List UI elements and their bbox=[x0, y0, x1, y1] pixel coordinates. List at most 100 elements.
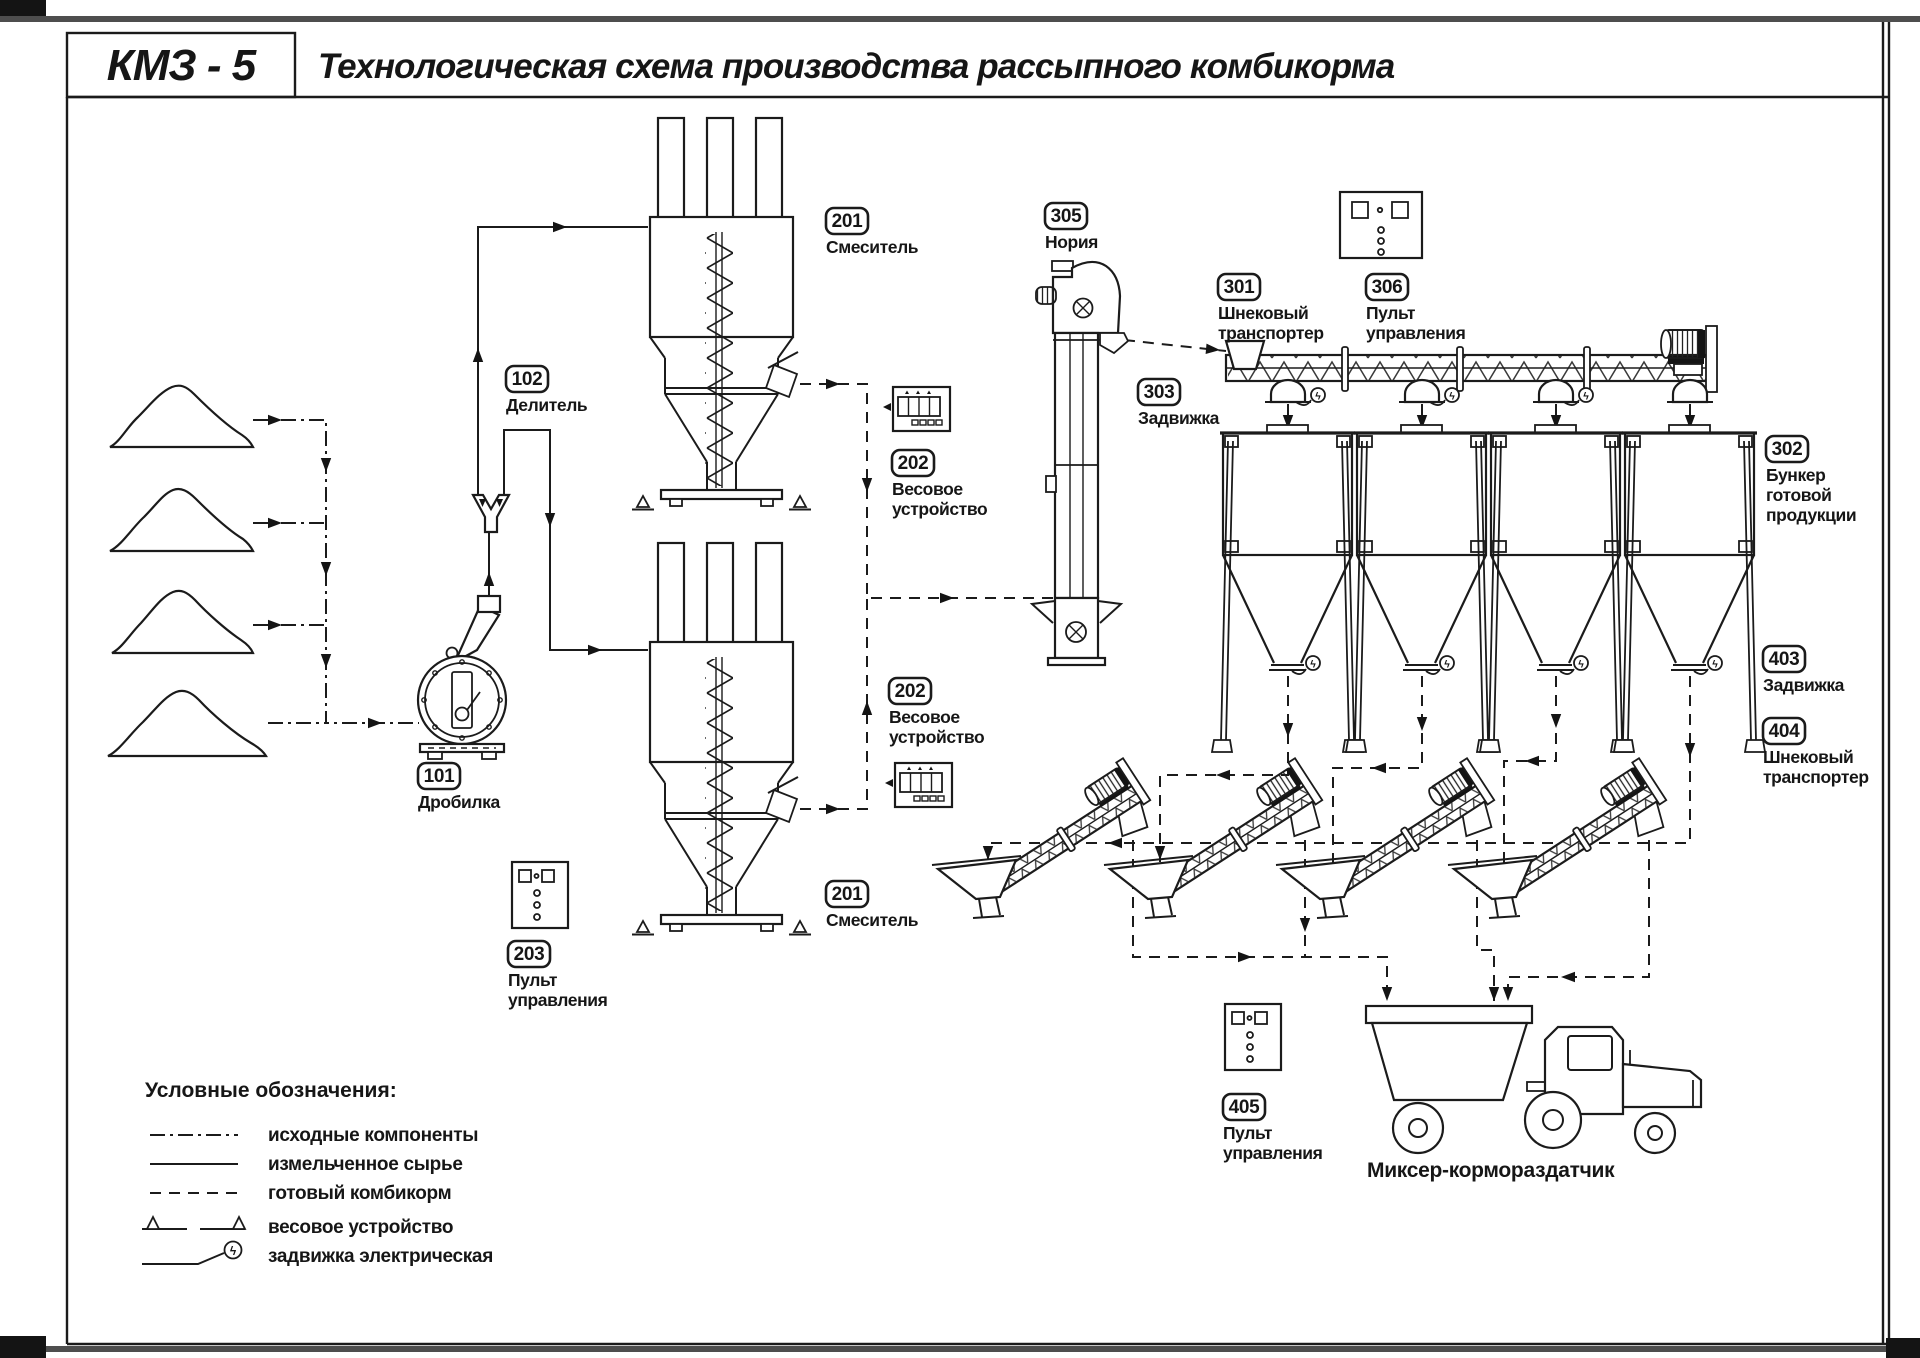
equipment-labels: 102 Делитель 101 Дробилка 201 Смеситель … bbox=[416, 201, 1869, 1163]
svg-text:306: 306 bbox=[1372, 277, 1403, 298]
equipment-tag-203: 203 Пульт управления bbox=[506, 939, 608, 1010]
svg-text:102: 102 bbox=[512, 369, 543, 390]
svg-text:Задвижка: Задвижка bbox=[1763, 675, 1845, 695]
svg-text:транспортер: транспортер bbox=[1763, 767, 1869, 787]
pile-icon bbox=[107, 689, 268, 758]
svg-text:201: 201 bbox=[832, 884, 864, 905]
svg-text:ϟ: ϟ bbox=[1712, 659, 1718, 671]
truck-caption: Миксер-кормораздатчик bbox=[1367, 1159, 1615, 1182]
equipment-tag-303: 303 Задвижка bbox=[1136, 377, 1220, 428]
equipment-tag-305: 305 Нория bbox=[1043, 201, 1098, 252]
legend-title: Условные обозначения: bbox=[145, 1079, 397, 1102]
svg-text:устройство: устройство bbox=[889, 727, 984, 747]
svg-text:управления: управления bbox=[1366, 323, 1465, 343]
svg-text:Делитель: Делитель bbox=[506, 395, 588, 415]
svg-text:305: 305 bbox=[1051, 206, 1083, 227]
conveyor-motor-icon bbox=[1660, 325, 1718, 393]
svg-text:управления: управления bbox=[508, 990, 607, 1010]
svg-text:405: 405 bbox=[1229, 1097, 1261, 1118]
svg-text:Задвижка: Задвижка bbox=[1138, 408, 1220, 428]
svg-text:Смеситель: Смеситель bbox=[826, 910, 919, 930]
mixer-icon bbox=[632, 543, 811, 935]
legend-weighing-icon bbox=[142, 1214, 247, 1230]
svg-text:готовый комбикорм: готовый комбикорм bbox=[268, 1183, 451, 1204]
svg-text:ϟ: ϟ bbox=[1315, 391, 1321, 403]
weighing-indicator-icon bbox=[883, 761, 954, 809]
pile-icon bbox=[111, 589, 255, 655]
svg-text:весовое устройство: весовое устройство bbox=[268, 1217, 453, 1238]
svg-text:управления: управления bbox=[1223, 1143, 1322, 1163]
svg-text:301: 301 bbox=[1224, 277, 1256, 298]
svg-text:404: 404 bbox=[1769, 721, 1801, 742]
svg-text:задвижка электрическая: задвижка электрическая bbox=[268, 1246, 493, 1267]
equipment-tag-202-bottom: 202 Весовое устройство bbox=[887, 676, 985, 747]
legend: Условные обозначения: исходные компонент… bbox=[142, 1079, 493, 1267]
svg-text:ϟ: ϟ bbox=[1583, 391, 1589, 403]
svg-text:202: 202 bbox=[898, 453, 929, 474]
svg-text:транспортер: транспортер bbox=[1218, 323, 1324, 343]
equipment-tag-101: 101 Дробилка bbox=[416, 761, 501, 812]
svg-text:Пульт: Пульт bbox=[1223, 1123, 1273, 1143]
control-panel-icon bbox=[1338, 190, 1424, 260]
milled-material-line bbox=[477, 226, 648, 651]
weighing-indicator-icon bbox=[881, 385, 952, 433]
inclined-screw-conveyor-icon bbox=[930, 757, 1163, 920]
equipment-tag-306: 306 Пульт управления bbox=[1364, 272, 1466, 343]
control-panel-icon bbox=[510, 860, 570, 930]
equipment-tag-403: 403 Задвижка bbox=[1761, 644, 1845, 695]
svg-text:303: 303 bbox=[1144, 382, 1175, 403]
svg-text:Смеситель: Смеситель bbox=[826, 237, 919, 257]
raw-material-piles bbox=[107, 384, 268, 758]
svg-text:продукции: продукции bbox=[1766, 505, 1856, 525]
finished-feed-line-truck1 bbox=[1132, 840, 1388, 1001]
svg-text:Шнековый: Шнековый bbox=[1218, 303, 1308, 323]
finished-feed-line-truck2 bbox=[1476, 840, 1495, 1001]
pile-icon bbox=[109, 384, 255, 449]
svg-text:ϟ: ϟ bbox=[1444, 659, 1450, 671]
equipment-tag-201-top: 201 Смеситель bbox=[824, 206, 919, 257]
svg-text:Шнековый: Шнековый bbox=[1763, 747, 1853, 767]
page-title: Технологическая схема производства рассы… bbox=[318, 47, 1395, 86]
svg-text:403: 403 bbox=[1769, 649, 1800, 670]
svg-text:устройство: устройство bbox=[892, 499, 987, 519]
svg-text:ϟ: ϟ bbox=[1578, 659, 1584, 671]
equipment-tag-202-top: 202 Весовое устройство bbox=[890, 448, 988, 519]
project-code: КМЗ - 5 bbox=[107, 41, 257, 90]
pile-icon bbox=[109, 487, 255, 553]
svg-text:измельченное сырье: измельченное сырье bbox=[268, 1154, 463, 1175]
equipment-tag-301: 301 Шнековый транспортер bbox=[1216, 272, 1324, 343]
svg-text:203: 203 bbox=[514, 944, 545, 965]
electric-gate-valve-icon bbox=[1295, 387, 1594, 406]
divider-icon bbox=[471, 493, 511, 534]
finished-feed-line-dome-stubs bbox=[1287, 404, 1691, 424]
svg-text:ϟ: ϟ bbox=[1310, 659, 1316, 671]
crusher-icon bbox=[416, 594, 508, 760]
equipment-tag-405: 405 Пульт управления bbox=[1221, 1092, 1323, 1163]
svg-text:Весовое: Весовое bbox=[892, 479, 963, 499]
svg-text:Дробилка: Дробилка bbox=[418, 792, 500, 812]
raw-components-line bbox=[253, 419, 419, 724]
svg-text:готовой: готовой bbox=[1766, 485, 1832, 505]
svg-text:Пульт: Пульт bbox=[508, 970, 558, 990]
svg-text:ϟ: ϟ bbox=[230, 1244, 237, 1258]
svg-text:101: 101 bbox=[424, 766, 456, 787]
svg-text:302: 302 bbox=[1772, 439, 1803, 460]
finished-feed-line-bunker1 bbox=[1159, 676, 1289, 862]
screw-conveyor-icon: ϟ ϟ ϟ bbox=[1224, 325, 1718, 406]
equipment-tag-201-bottom: 201 Смеситель bbox=[824, 879, 919, 930]
equipment-tag-102: 102 Делитель bbox=[504, 364, 588, 415]
conveyor-outlet-dome bbox=[1531, 378, 1581, 404]
svg-text:ϟ: ϟ bbox=[1449, 391, 1455, 403]
conveyor-outlet-dome bbox=[1397, 378, 1447, 404]
svg-text:исходные компоненты: исходные компоненты bbox=[268, 1125, 478, 1146]
svg-text:201: 201 bbox=[832, 211, 864, 232]
conveyor-outlet-dome bbox=[1263, 378, 1313, 404]
bucket-elevator-icon bbox=[1029, 260, 1130, 667]
equipment-tag-302: 302 Бункер готовой продукции bbox=[1764, 434, 1857, 525]
svg-text:Пульт: Пульт bbox=[1366, 303, 1416, 323]
mixer-feeder-truck-icon bbox=[1364, 1004, 1703, 1155]
control-panel-icon bbox=[1223, 1002, 1283, 1072]
